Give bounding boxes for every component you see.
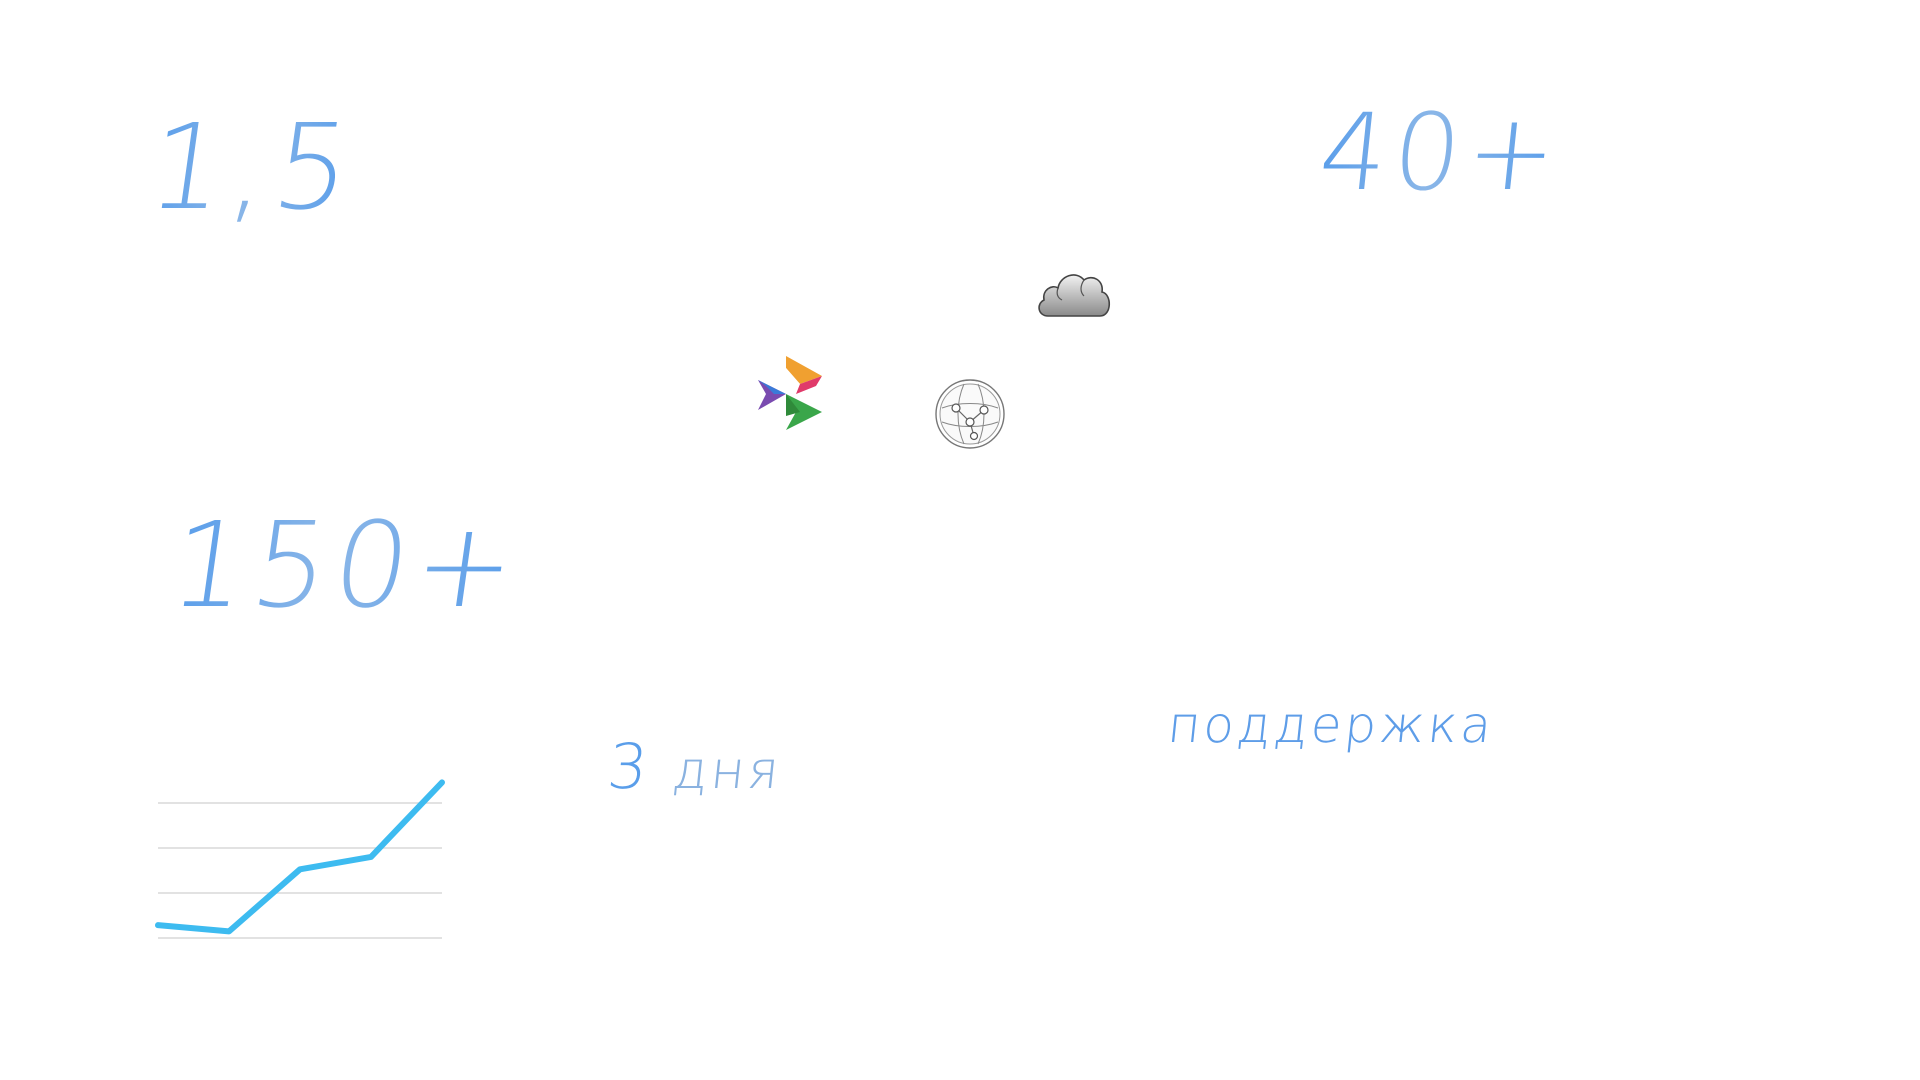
triangles-logo-icon (758, 356, 822, 430)
stat-40-plus: 40+ (1313, 91, 1569, 214)
cloud-icon (1038, 274, 1111, 317)
days-label: 3 дня (604, 730, 786, 803)
stat-150-plus: 150+ (162, 496, 530, 634)
days-number: 3 (604, 730, 655, 803)
support-label: поддержка (1164, 696, 1498, 754)
days-word: дня (669, 741, 785, 801)
network-globe-icon (935, 379, 1005, 449)
stat-years: 1,5 (140, 98, 366, 236)
chart-series-line (155, 779, 445, 935)
growth-line-chart (155, 779, 445, 939)
